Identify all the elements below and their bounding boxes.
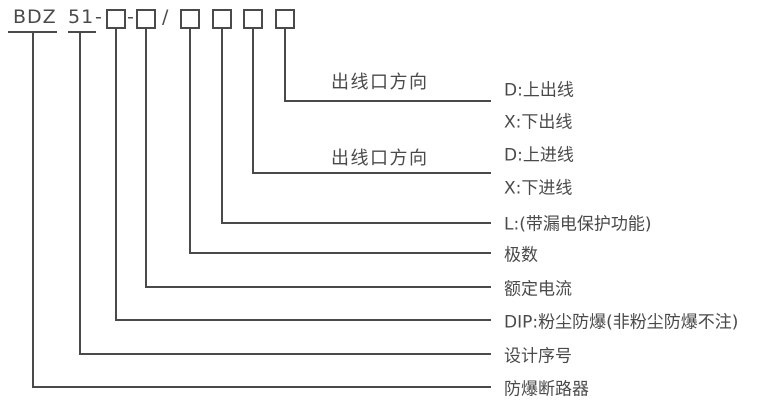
connector-line-outlet-dir	[284, 29, 491, 102]
label-inlet-bottom: X:下进线	[504, 178, 573, 199]
code-box-3	[180, 9, 200, 29]
connector-line-breaker	[32, 32, 491, 388]
connector-line-rated-current	[145, 29, 491, 288]
connector-line-inlet-dir	[252, 29, 491, 174]
label-rated-current: 额定电流	[504, 279, 572, 300]
connector-line-leakage	[221, 29, 491, 224]
code-dash-2: -	[127, 6, 135, 28]
code-box-5	[243, 9, 263, 29]
code-prefix: BDZ	[13, 6, 57, 28]
code-dash-1: -	[95, 6, 103, 28]
label-poles: 极数	[504, 245, 538, 266]
code-slash: /	[162, 6, 170, 28]
connector-line-poles	[189, 29, 491, 254]
label-outlet-bottom: X:下出线	[504, 112, 573, 133]
code-box-2	[136, 9, 156, 29]
connector-line-design-number	[79, 32, 491, 355]
label-breaker: 防爆断路器	[504, 379, 589, 400]
connector-line-dip	[115, 29, 491, 321]
code-series: 51	[68, 6, 95, 28]
annotation-outlet-direction: 出线口方向	[331, 72, 429, 93]
label-design-number: 设计序号	[504, 346, 572, 367]
annotation-inlet-direction: 出线口方向	[331, 148, 429, 169]
code-box-6	[275, 9, 295, 29]
label-outlet-top: D:上出线	[504, 80, 574, 101]
label-inlet-top: D:上进线	[504, 145, 574, 166]
code-box-4	[212, 9, 232, 29]
code-box-1	[106, 9, 126, 29]
label-leakage: L:(带漏电保护功能)	[504, 214, 652, 235]
label-dip: DIP:粉尘防爆(非粉尘防爆不注)	[504, 312, 739, 333]
